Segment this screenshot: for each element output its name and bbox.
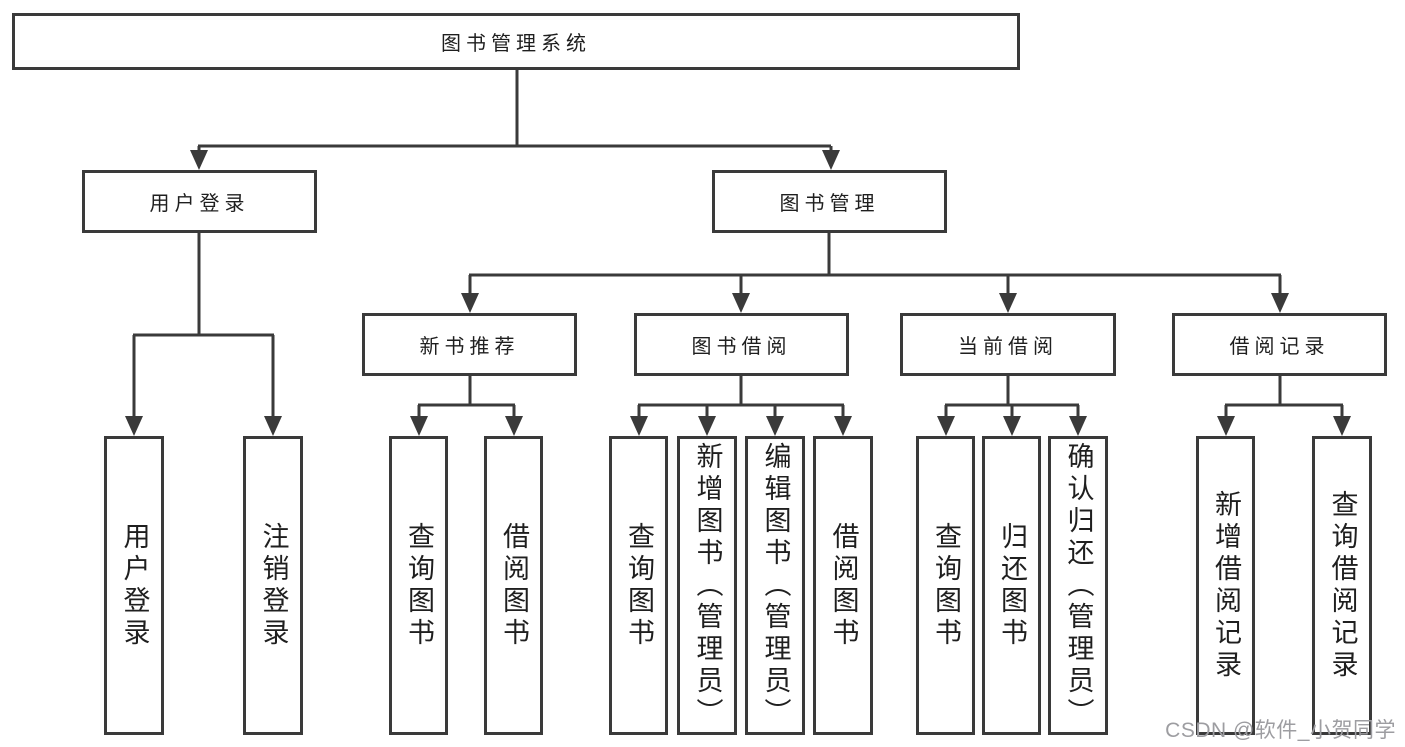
node-book-borrow: 图书借阅: [634, 313, 849, 376]
csdn-watermark: CSDN @软件_小贺同学: [1165, 719, 1396, 742]
leaf-edit-book-admin: 编辑图书（管理员）: [745, 436, 805, 735]
node-new-book-recommend: 新书推荐: [362, 313, 577, 376]
leaf-query-books-current: 查询图书: [916, 436, 975, 735]
node-user-login: 用户登录: [82, 170, 317, 233]
leaf-confirm-return-admin: 确认归还（管理员）: [1048, 436, 1108, 735]
leaf-borrow-book: 借阅图书: [813, 436, 873, 735]
leaf-borrow-books-recommend: 借阅图书: [484, 436, 543, 735]
leaf-logout-login: 注销登录: [243, 436, 303, 735]
leaf-return-book: 归还图书: [982, 436, 1041, 735]
leaf-query-books-recommend: 查询图书: [389, 436, 448, 735]
node-root-system: 图书管理系统: [12, 13, 1020, 70]
arrowheads: [125, 150, 1351, 436]
node-book-management: 图书管理: [712, 170, 947, 233]
leaf-user-login: 用户登录: [104, 436, 164, 735]
node-borrow-records: 借阅记录: [1172, 313, 1387, 376]
leaf-query-books-borrow: 查询图书: [609, 436, 668, 735]
leaf-add-book-admin: 新增图书（管理员）: [677, 436, 737, 735]
node-current-borrow: 当前借阅: [900, 313, 1116, 376]
leaf-query-borrow-record: 查询借阅记录: [1312, 436, 1372, 735]
leaf-add-borrow-record: 新增借阅记录: [1196, 436, 1255, 735]
